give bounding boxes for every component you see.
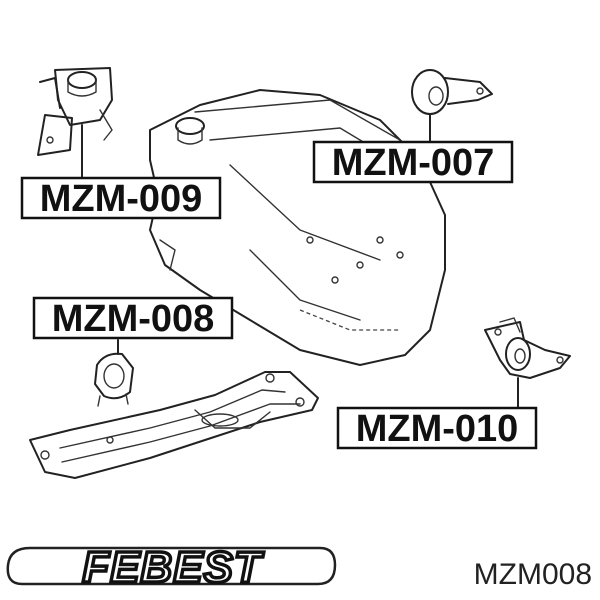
callout-label: MZM-009	[40, 178, 203, 220]
mount-mzm-007	[411, 69, 493, 145]
callout-label: MZM-007	[332, 142, 495, 184]
callout-label: MZM-010	[356, 408, 519, 450]
callout-mzm-009: MZM-009	[20, 176, 222, 220]
callout-mzm-008: MZM-008	[32, 296, 234, 340]
mount-mzm-009	[37, 67, 113, 179]
febest-logo: FEBEST	[6, 541, 337, 594]
part-number: MZM008	[474, 558, 592, 591]
engine-block	[149, 89, 446, 366]
callout-mzm-010: MZM-010	[336, 406, 538, 450]
callout-label: MZM-008	[52, 298, 215, 340]
logo-text: FEBEST	[82, 543, 264, 592]
subframe-crossmember	[29, 371, 319, 479]
callout-mzm-007: MZM-007	[312, 140, 514, 184]
mount-mzm-008	[94, 339, 134, 407]
mount-mzm-010	[484, 317, 571, 409]
